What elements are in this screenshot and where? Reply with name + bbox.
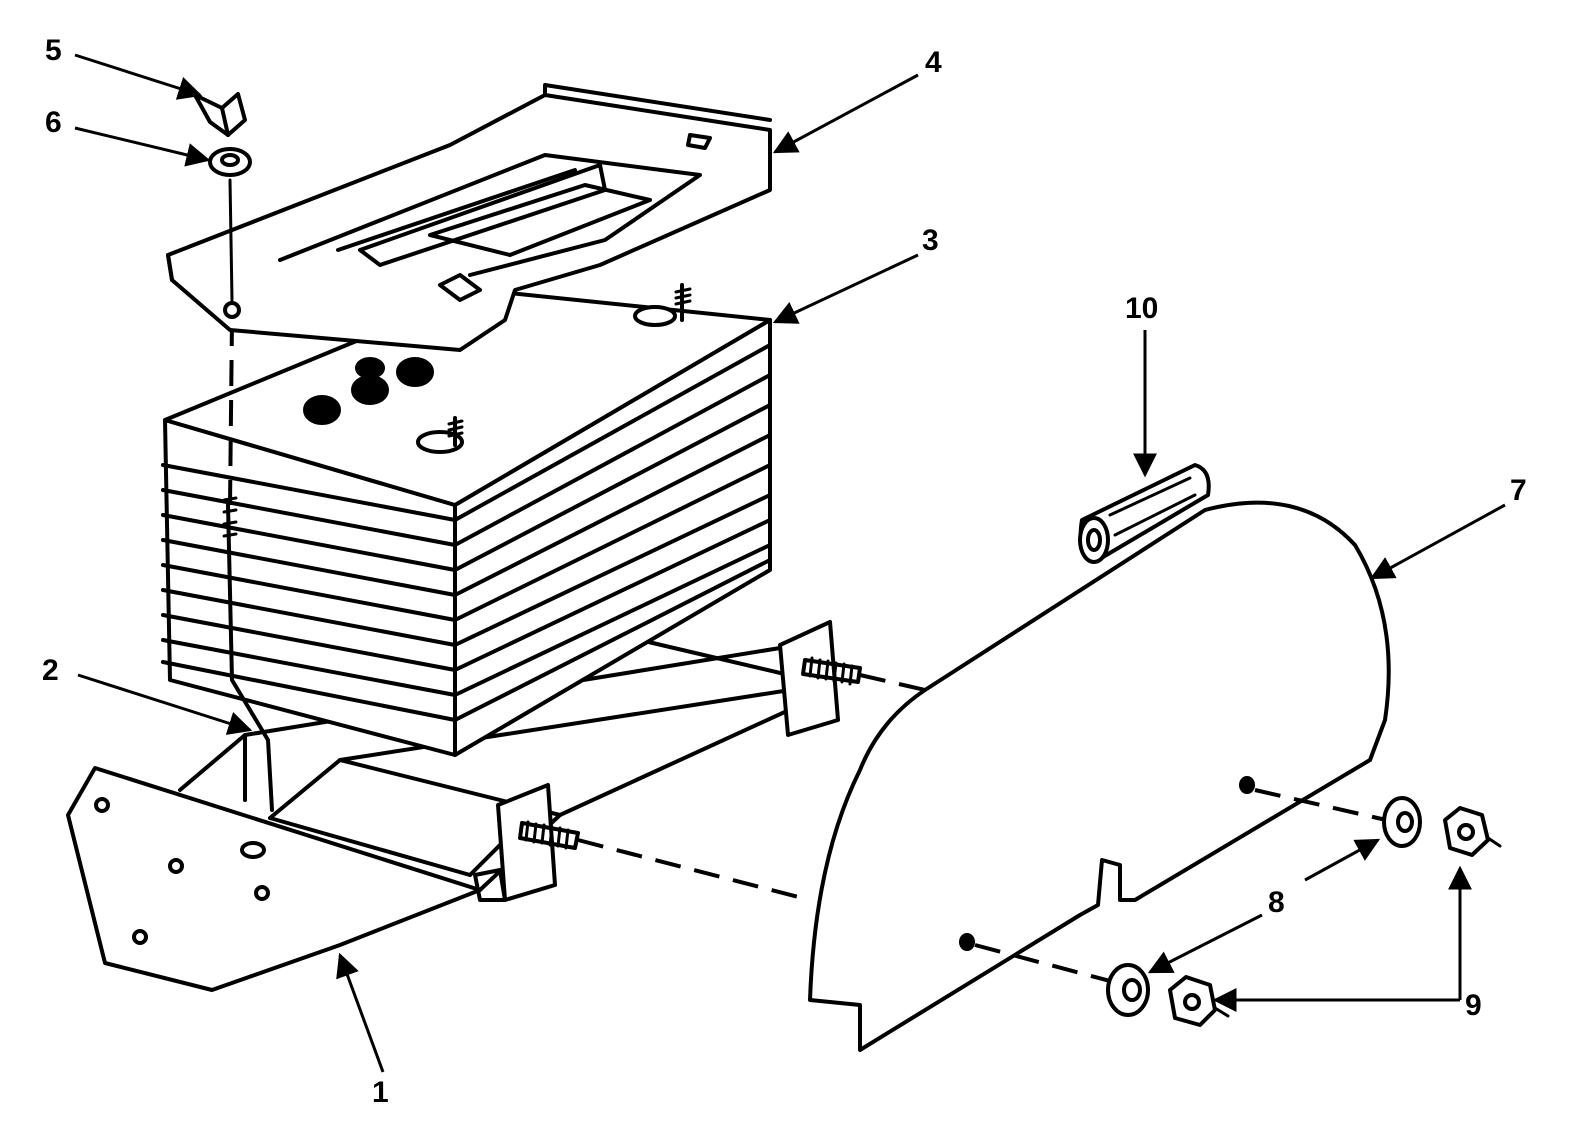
nut-upper (1443, 806, 1502, 857)
callout-9: 9 (1465, 989, 1482, 1022)
callout-8: 8 (1268, 886, 1285, 919)
callout-labels: 1 2 3 4 5 6 7 8 9 10 (42, 34, 1527, 1109)
washer-lower (1106, 963, 1150, 1017)
callout-7: 7 (1510, 474, 1527, 507)
leader-lines (74, 53, 1506, 1073)
wing-nut (193, 92, 247, 137)
grommet-tube (1078, 463, 1211, 564)
cover-plate (808, 500, 1391, 1052)
battery (161, 283, 772, 757)
callout-3: 3 (922, 224, 939, 257)
callout-10: 10 (1125, 292, 1158, 325)
callout-2: 2 (42, 654, 59, 687)
callout-1: 1 (372, 1076, 389, 1109)
hold-down-rod (222, 319, 274, 812)
washer-small (208, 147, 252, 177)
battery-caps (303, 357, 434, 425)
callout-4: 4 (925, 46, 942, 79)
callout-6: 6 (45, 106, 62, 139)
battery-ribs (161, 343, 772, 722)
washer-upper (1382, 796, 1422, 848)
hold-down-frame (166, 83, 772, 352)
callout-5: 5 (45, 34, 62, 67)
mounting-bracket (66, 620, 862, 992)
battery-terminal-post (416, 283, 692, 454)
